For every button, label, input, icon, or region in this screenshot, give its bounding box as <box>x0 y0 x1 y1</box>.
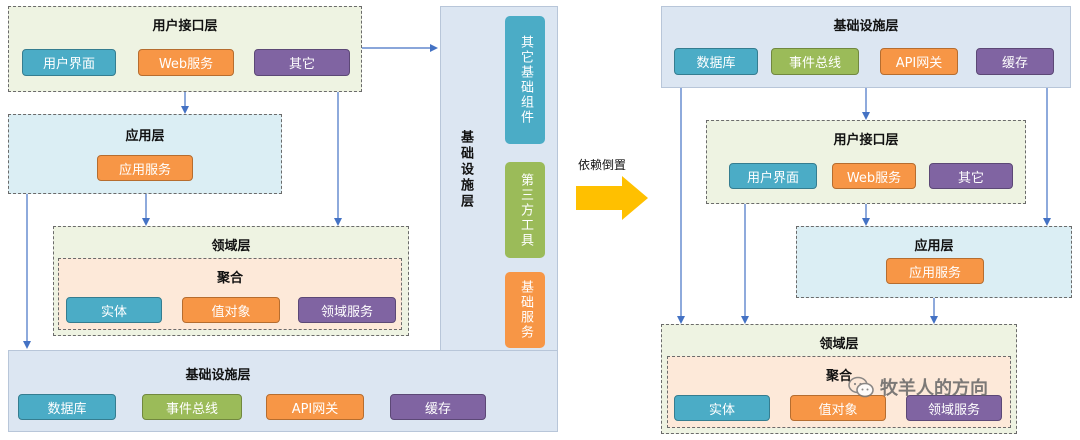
right-user-layer: 用户接口层 <box>706 120 1026 204</box>
left-domain-layer-title: 领域层 <box>211 239 251 254</box>
left-app-layer-title: 应用层 <box>125 129 165 144</box>
right-infra-chip-cache: 缓存 <box>976 48 1054 75</box>
left-domain-chip-entity: 实体 <box>66 297 162 323</box>
right-domain-chip-valueobject: 值对象 <box>790 395 886 421</box>
watermark: 牧羊人的方向 <box>848 374 988 400</box>
right-domain-layer-title: 领域层 <box>819 337 859 352</box>
right-aggregate-title: 聚合 <box>825 369 852 384</box>
left-user-chip-web: Web服务 <box>138 49 234 76</box>
left-aggregate-title: 聚合 <box>216 271 243 286</box>
left-infra-chip-database: 数据库 <box>18 394 116 420</box>
right-user-chip-web: Web服务 <box>832 163 916 189</box>
right-infra-chip-eventbus: 事件总线 <box>771 48 859 75</box>
left-infra-chip-gateway: API网关 <box>266 394 364 420</box>
left-domain-chip-valueobject: 值对象 <box>182 297 280 323</box>
right-app-layer-title: 应用层 <box>914 239 954 254</box>
right-app-chip-service: 应用服务 <box>886 258 984 284</box>
left-infra-cover <box>441 351 557 359</box>
left-base-service-chip: 基础服务 <box>505 272 545 348</box>
left-user-chip-ui: 用户界面 <box>22 49 116 76</box>
right-infra-layer-title: 基础设施层 <box>833 19 899 34</box>
right-user-layer-title: 用户接口层 <box>833 133 899 148</box>
left-infra-chip-eventbus: 事件总线 <box>142 394 242 420</box>
left-infra-title: 基础设施层 <box>185 368 251 383</box>
right-domain-chip-domainservice: 领域服务 <box>906 395 1002 421</box>
dependency-inversion-label: 依赖倒置 <box>578 158 627 172</box>
right-infra-chip-gateway: API网关 <box>880 48 958 75</box>
right-user-chip-other: 其它 <box>929 163 1013 189</box>
left-third-party-tools-chip: 第三方工具 <box>505 162 545 258</box>
dependency-inversion-arrow <box>576 176 648 220</box>
left-infra-chip-cache: 缓存 <box>390 394 486 420</box>
left-user-layer-title: 用户接口层 <box>152 19 218 34</box>
left-app-chip-service: 应用服务 <box>97 155 193 181</box>
left-other-components-chip: 其它基础组件 <box>505 16 545 144</box>
left-domain-chip-domainservice: 领域服务 <box>298 297 396 323</box>
right-user-chip-ui: 用户界面 <box>729 163 817 189</box>
wechat-icon <box>848 376 874 398</box>
watermark-text: 牧羊人的方向 <box>880 378 988 399</box>
left-infra-side-title: 基础设施层 <box>458 130 473 210</box>
left-user-chip-other: 其它 <box>254 49 350 76</box>
right-infra-chip-database: 数据库 <box>674 48 758 75</box>
right-domain-chip-entity: 实体 <box>674 395 770 421</box>
